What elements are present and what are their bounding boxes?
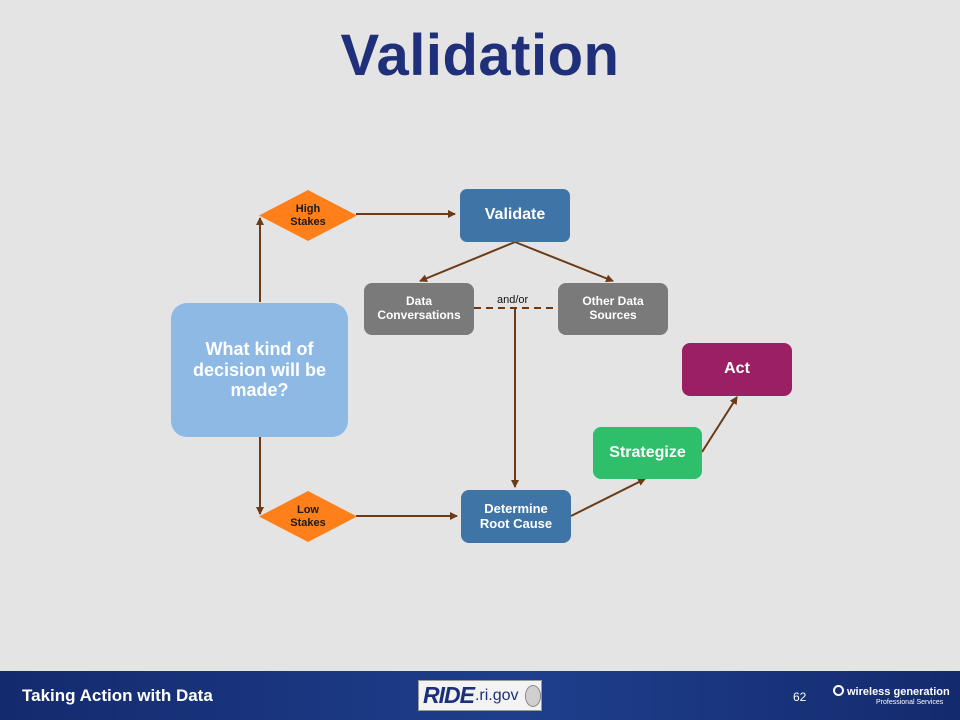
data-conversations-box: Data Conversations (364, 283, 474, 335)
diamond-shape (259, 491, 357, 542)
professional-services-text: Professional Services (876, 699, 944, 706)
determine-root-cause-box: Determine Root Cause (461, 490, 571, 543)
wireless-generation-icon (833, 685, 844, 696)
high-stakes-label: High Stakes (290, 202, 326, 228)
wireless-generation-text: wireless generation (847, 686, 950, 698)
slide-title: Validation (340, 23, 620, 88)
page-number: 62 (793, 690, 807, 704)
high-stakes-diamond: High Stakes (259, 190, 357, 241)
arrow-validate-to-data-conversations (419, 241, 516, 283)
act-box: Act (682, 343, 792, 396)
footer-bar: Taking Action with Data RIDE .ri.gov 62 … (0, 671, 960, 720)
ride-logo-text: RIDE (423, 682, 475, 708)
ri-gov-text: .ri.gov (474, 686, 519, 704)
wireless-generation-logo: wireless generation (833, 685, 950, 698)
footer-title: Taking Action with Data (22, 686, 213, 705)
arrow-strategize-to-act (701, 396, 738, 453)
validate-box: Validate (460, 189, 570, 242)
arrow-validate-to-other-sources (514, 241, 614, 283)
other-data-sources-box: Other Data Sources (558, 283, 668, 335)
state-seal-icon (524, 684, 541, 707)
low-stakes-diamond: Low Stakes (259, 491, 357, 542)
ride-logo: RIDE .ri.gov (418, 680, 542, 711)
arrow-root-cause-to-strategize (570, 478, 646, 517)
and-or-label: and/or (497, 294, 529, 306)
low-stakes-label: Low Stakes (290, 503, 326, 529)
decision-box: What kind of decision will be made? (171, 303, 348, 437)
diamond-shape (259, 190, 357, 241)
strategize-box: Strategize (593, 427, 702, 479)
